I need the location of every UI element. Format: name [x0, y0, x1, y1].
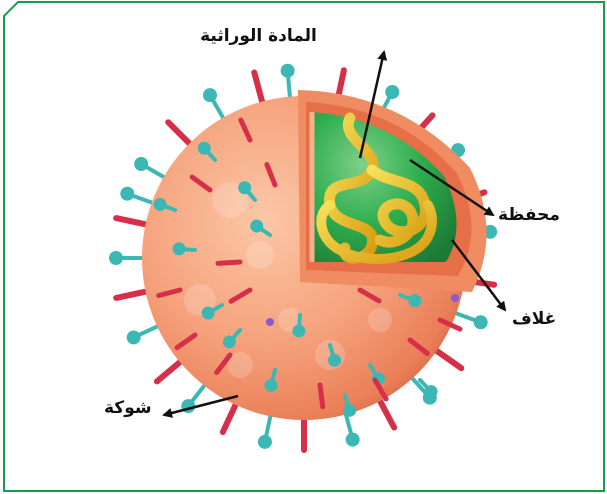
label-genetic-material: المادة الوراثية: [0, 26, 562, 46]
label-spike: شوكة: [104, 398, 152, 418]
red-spike: [320, 385, 323, 407]
teal-spike: [127, 324, 163, 345]
red-spike: [218, 262, 240, 263]
label-envelope: غلاف: [512, 309, 556, 329]
arrow-spike: [164, 396, 238, 415]
teal-spike: [203, 88, 226, 123]
label-capsid: محفظة: [498, 205, 560, 225]
teal-spike: [134, 157, 169, 180]
teal-spike: [120, 187, 157, 205]
